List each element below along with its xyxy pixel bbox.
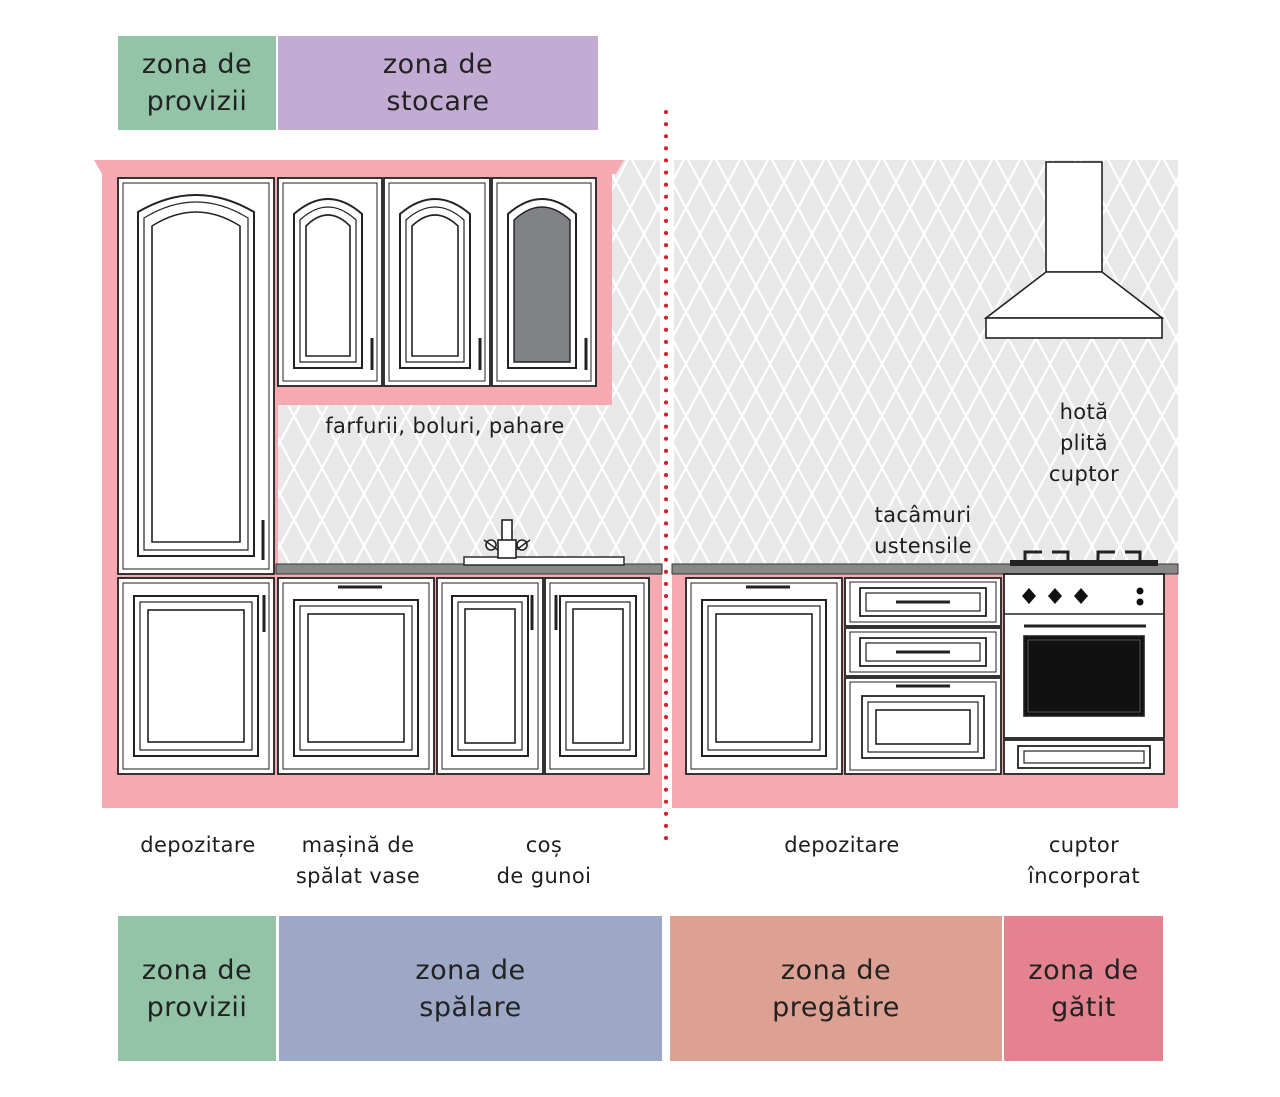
bottom-zone-pregatire: zona de pregătire [670, 916, 1002, 1061]
label-hood-area: hotă plită cuptor [1048, 400, 1120, 486]
upper-door-3-glass[interactable] [491, 177, 597, 387]
trash-cabinet-doors[interactable] [436, 577, 650, 775]
upper-door-2[interactable] [383, 177, 491, 387]
label-oven: cuptor încorporat [1027, 833, 1141, 888]
oven-icon[interactable] [1003, 573, 1165, 775]
stove-icon [1010, 550, 1158, 566]
upper-door-1[interactable] [277, 177, 383, 387]
countertop-right [671, 563, 1179, 575]
label-trash: coș de gunoi [496, 833, 592, 888]
crown-molding-left [94, 160, 286, 174]
bottom-zone-gatit: zona de gătit [1004, 916, 1163, 1061]
crown-molding-upper [278, 160, 624, 174]
depozitare-door-left[interactable] [117, 577, 275, 775]
upper-shelf [276, 389, 612, 405]
bottom-zone-spalare: zona de spălare [279, 916, 662, 1061]
label-drawers: tacâmuri ustensile [874, 503, 972, 558]
plinth-left [102, 778, 662, 808]
plinth-right [672, 778, 1178, 808]
label-upper-cabinets: farfurii, boluri, pahare [325, 414, 565, 438]
drawer-1[interactable] [844, 577, 1002, 627]
drawer-3[interactable] [844, 677, 1002, 775]
bottom-zone-provizii: zona de provizii [118, 916, 276, 1061]
tall-cabinet-door[interactable] [117, 177, 275, 575]
label-depozitare-left: depozitare [140, 833, 256, 857]
label-depozitare-right: depozitare [784, 833, 900, 857]
dishwasher-door[interactable] [277, 577, 435, 775]
top-zone-stocare: zona de stocare [278, 36, 598, 130]
drawer-2[interactable] [844, 627, 1002, 677]
range-hood-icon [983, 161, 1165, 339]
faucet-icon [463, 519, 625, 566]
top-zone-provizii: zona de provizii [118, 36, 276, 130]
label-dishwasher: mașină de spălat vase [295, 833, 421, 888]
depozitare-door-right[interactable] [685, 577, 843, 775]
